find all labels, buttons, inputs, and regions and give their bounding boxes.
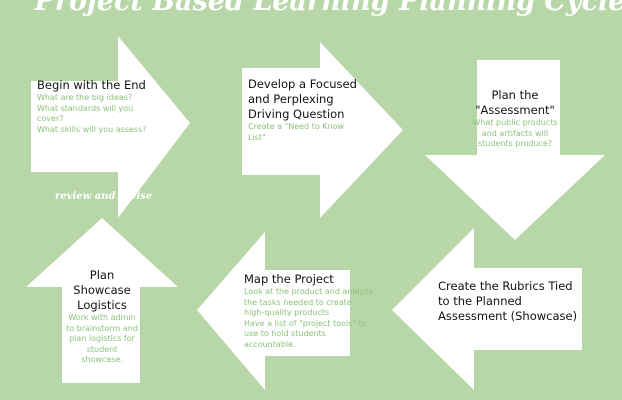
arrow-left-5 — [197, 232, 350, 390]
step-showcase-logistics: Plan Showcase Logistics Work with admin … — [66, 268, 138, 364]
step-begin-with-end: Begin with the End What are the big idea… — [37, 78, 157, 135]
step-heading: Begin with the End — [37, 78, 146, 92]
arrow-right-1 — [31, 36, 190, 218]
step-heading: Plan Showcase Logistics — [73, 268, 131, 312]
step-map-project: Map the Project Look at the product and … — [244, 272, 374, 349]
review-revise-label: review and revise — [55, 191, 153, 202]
arrow-down-3 — [425, 60, 605, 240]
step-driving-question: Develop a Focused and Perplexing Driving… — [248, 77, 360, 143]
step-create-rubrics: Create the Rubrics Tied to the Planned A… — [438, 279, 578, 324]
step-plan-assessment: Plan the "Assessment" What public produc… — [470, 88, 560, 150]
step-heading: Create the Rubrics Tied to the Planned A… — [438, 279, 578, 323]
arrow-left-4 — [392, 228, 582, 390]
arrow-up-6 — [26, 218, 178, 383]
diagram-title: Project Based Learning Planning Cycle — [34, 0, 622, 17]
step-heading: Map the Project — [244, 272, 334, 286]
arrow-right-2 — [242, 42, 403, 218]
step-heading: Develop a Focused and Perplexing Driving… — [248, 77, 357, 121]
step-heading: Plan the "Assessment" — [475, 88, 555, 117]
